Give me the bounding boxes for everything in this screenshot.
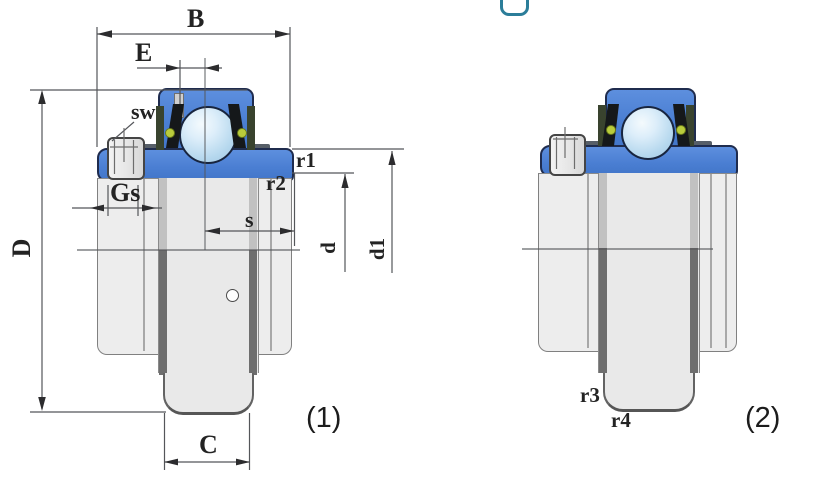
dim-label-Gs: Gs xyxy=(110,178,141,207)
ref-r1-r2 xyxy=(292,148,404,174)
shaft-edge-left-2 xyxy=(598,248,607,373)
dim-label-sw: sw xyxy=(131,99,156,124)
dim-D xyxy=(30,89,247,413)
dim-C xyxy=(163,413,251,470)
dim-B xyxy=(96,27,291,147)
locking-collar-2 xyxy=(549,134,586,176)
collar-detail-2 xyxy=(553,127,578,169)
dim-label-r4: r4 xyxy=(611,408,631,432)
seal-left-2 xyxy=(598,104,619,146)
seal-right-2 xyxy=(673,104,694,146)
shaft-edge-left-1 xyxy=(158,250,167,375)
dimension-arrowheads xyxy=(38,30,396,466)
cropped-logo-glyph xyxy=(500,0,529,16)
shaft-edge-right-1 xyxy=(248,250,257,375)
seal-left-1 xyxy=(156,104,184,150)
shaft-edge-right-upper-2 xyxy=(689,173,698,248)
cage-ball-right-1 xyxy=(237,128,247,138)
dim-label-r1: r1 xyxy=(296,148,316,172)
dim-label-r2: r2 xyxy=(266,171,286,195)
locking-collar-1 xyxy=(107,137,145,180)
inner-ring-ledge-left-2 xyxy=(582,140,606,148)
shaft-end-2 xyxy=(603,373,695,412)
bearing-ball-1 xyxy=(179,106,237,164)
collar-detail-1 xyxy=(110,128,138,174)
shaft-edge-left-upper-1 xyxy=(158,178,167,250)
bearing-ball-2 xyxy=(621,106,675,160)
dim-label-r3: r3 xyxy=(580,383,600,407)
dim-label-d: d xyxy=(315,242,340,254)
shaft-upper-2 xyxy=(598,173,700,373)
housing-step-line-right-2 xyxy=(710,174,712,348)
housing-step-line-right-1 xyxy=(270,179,272,351)
inner-ring-ledge-right-2 xyxy=(691,140,712,148)
grease-hole xyxy=(226,289,239,302)
dim-label-C: C xyxy=(199,430,218,459)
shaft-edge-right-upper-1 xyxy=(248,178,257,250)
housing-step-line-right2-2 xyxy=(725,174,727,348)
dim-label-D: D xyxy=(7,238,36,258)
inner-ring-ledge-left-1 xyxy=(140,143,158,151)
leader-sw xyxy=(111,121,135,142)
dim-label-d1: d1 xyxy=(364,237,389,261)
seal-right-1 xyxy=(228,104,255,150)
shaft-end-1 xyxy=(163,373,254,415)
dim-label-E: E xyxy=(135,38,153,67)
inner-ring-ledge-right-1 xyxy=(250,143,270,151)
cage-ball-left-1 xyxy=(165,128,175,138)
housing-step-line-left-1 xyxy=(143,179,145,351)
dim-label-B: B xyxy=(187,4,205,33)
view2-caption: (2) xyxy=(745,402,781,434)
shaft-edge-left-upper-2 xyxy=(598,173,607,248)
housing-step-line-left-2 xyxy=(587,174,589,348)
cage-ball-right-2 xyxy=(676,125,686,135)
view1-caption: (1) xyxy=(306,402,342,434)
shaft-edge-right-2 xyxy=(689,248,698,373)
dim-label-s: s xyxy=(245,207,254,232)
cage-ball-left-2 xyxy=(606,125,616,135)
